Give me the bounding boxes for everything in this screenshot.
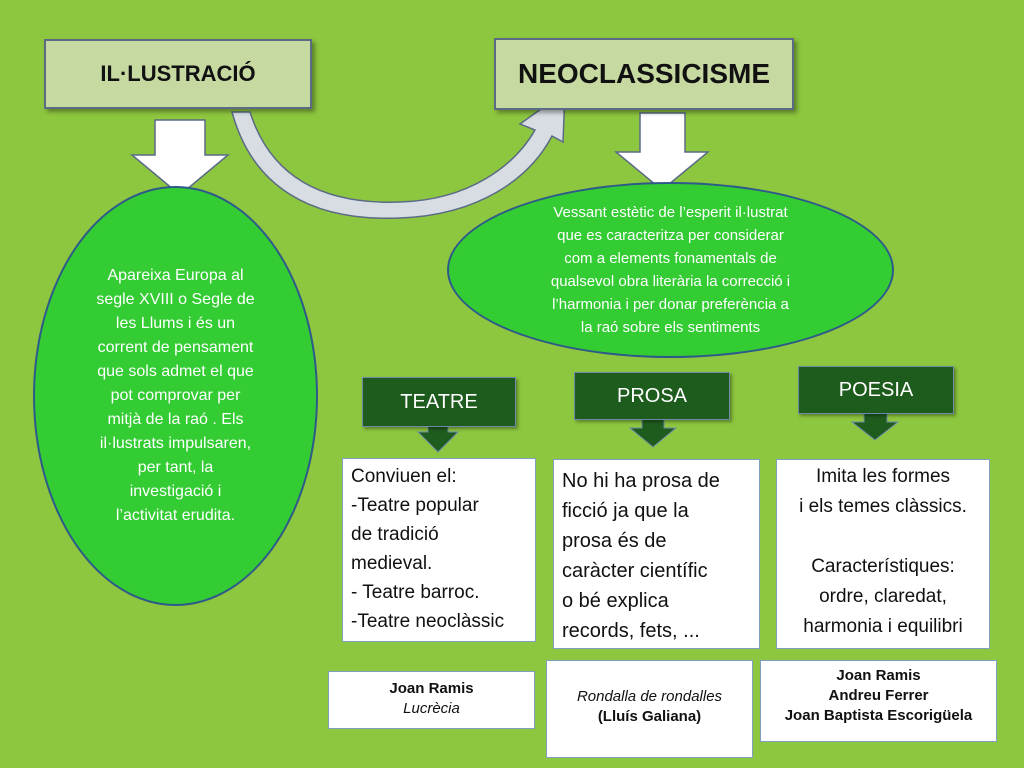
curved-arrow bbox=[231, 90, 566, 220]
prosa-detail-box: No hi ha prosa de ficció ja que la prosa… bbox=[553, 459, 760, 649]
teatre-detail-box: Conviuen el: -Teatre popular de tradició… bbox=[342, 458, 536, 642]
down-arrow-illustracio bbox=[129, 119, 231, 196]
down-arrow-teatre bbox=[416, 424, 460, 453]
prosa-work: Rondalla de rondalles bbox=[576, 688, 723, 705]
prosa-label: PROSA bbox=[616, 384, 688, 407]
neoclassicisme-description: Vessant estètic de l’esperit il·lustrat … bbox=[550, 204, 791, 336]
teatre-category-box: TEATRE bbox=[362, 377, 516, 427]
illustracio-title-box: IL·LUSTRACIÓ bbox=[44, 39, 312, 109]
illustracio-description: Apareixa Europa al segle XVIII o Segle d… bbox=[96, 267, 255, 524]
poesia-author-2: Andreu Ferrer bbox=[828, 687, 929, 704]
prosa-category-box: PROSA bbox=[574, 372, 730, 420]
neoclassicisme-title: NEOCLASSICISME bbox=[517, 58, 771, 89]
poesia-spacer bbox=[781, 522, 985, 552]
prosa-author: (Lluís Galiana) bbox=[597, 708, 702, 725]
neoclassicisme-title-box: NEOCLASSICISME bbox=[494, 38, 794, 110]
teatre-author: Joan Ramis bbox=[389, 680, 474, 697]
prosa-reference-box: Rondalla de rondalles (Lluís Galiana) bbox=[546, 660, 753, 758]
poesia-detail-box: Imita les formes i els temes clàssics. C… bbox=[776, 459, 990, 649]
illustracio-title: IL·LUSTRACIÓ bbox=[100, 61, 256, 86]
down-arrow-prosa bbox=[628, 418, 678, 448]
teatre-work: Lucrècia bbox=[403, 700, 460, 717]
illustracio-description-oval: Apareixa Europa al segle XVIII o Segle d… bbox=[33, 186, 318, 606]
poesia-label: POESIA bbox=[838, 378, 914, 401]
poesia-reference-box: Joan Ramis Andreu Ferrer Joan Baptista E… bbox=[760, 660, 997, 742]
down-arrow-neoclassicisme bbox=[613, 112, 711, 191]
neoclassicisme-description-oval: Vessant estètic de l’esperit il·lustrat … bbox=[447, 182, 894, 358]
poesia-category-box: POESIA bbox=[798, 366, 954, 414]
down-arrow-poesia bbox=[850, 412, 900, 441]
poesia-author-1: Joan Ramis bbox=[836, 667, 921, 684]
teatre-label: TEATRE bbox=[400, 390, 478, 413]
teatre-reference-box: Joan Ramis Lucrècia bbox=[328, 671, 535, 729]
poesia-author-3: Joan Baptista Escorigüela bbox=[784, 707, 973, 724]
